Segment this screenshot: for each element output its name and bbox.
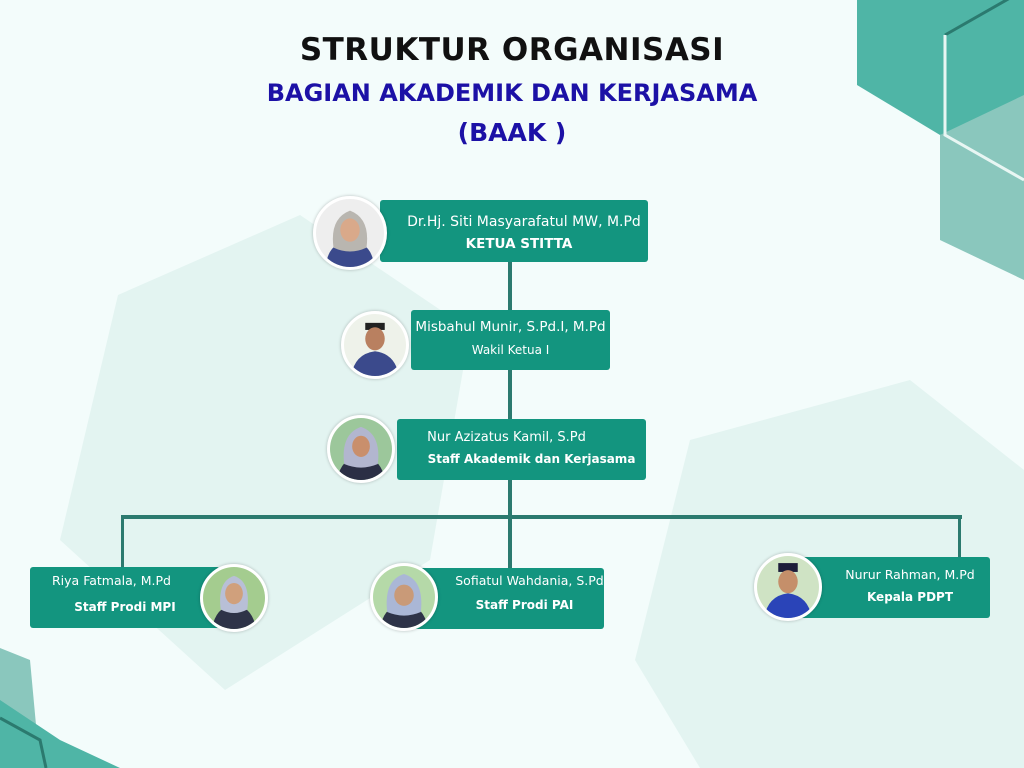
page-title: STRUKTUR ORGANISASI — [299, 32, 725, 68]
member-name: Nur Azizatus Kamil, S.Pd — [427, 430, 586, 445]
connector-line — [508, 515, 512, 570]
org-card-kepala-pdpt: Nurur Rahman, M.Pd Kepala PDPT — [800, 557, 990, 618]
member-photo — [754, 553, 822, 621]
member-photo — [341, 311, 409, 379]
member-name: Riya Fatmala, M.Pd — [52, 573, 171, 588]
member-role: Kepala PDPT — [866, 590, 954, 604]
member-name: Misbahul Munir, S.Pd.I, M.Pd — [415, 319, 606, 335]
org-card-ketua: Dr.Hj. Siti Masyarafatul MW, M.Pd KETUA … — [380, 200, 648, 262]
member-name: Nurur Rahman, M.Pd — [845, 567, 975, 582]
page-abbreviation: (BAAK ) — [457, 118, 567, 147]
connector-line — [121, 515, 962, 519]
member-name: Dr.Hj. Siti Masyarafatul MW, M.Pd — [407, 214, 641, 230]
member-role: Staff Akademik dan Kerjasama — [427, 452, 636, 466]
member-photo — [327, 415, 395, 483]
member-photo — [370, 563, 438, 631]
connector-line — [121, 515, 124, 568]
org-card-staff-mpi: Riya Fatmala, M.Pd Staff Prodi MPI — [30, 567, 220, 628]
member-role: Staff Prodi PAI — [475, 598, 574, 612]
org-card-wakil: Misbahul Munir, S.Pd.I, M.Pd Wakil Ketua… — [411, 310, 610, 370]
connector-line — [508, 262, 512, 519]
connector-line — [958, 515, 961, 558]
org-card-staff-akademik: Nur Azizatus Kamil, S.Pd Staff Akademik … — [397, 419, 646, 480]
member-role: Wakil Ketua I — [471, 343, 550, 357]
member-role: Staff Prodi MPI — [74, 600, 176, 614]
page-subtitle: BAGIAN AKADEMIK DAN KERJASAMA — [266, 79, 758, 107]
member-photo — [200, 564, 268, 632]
member-name: Sofiatul Wahdania, S.Pd — [455, 573, 604, 588]
member-photo — [313, 196, 387, 270]
org-card-staff-pai: Sofiatul Wahdania, S.Pd Staff Prodi PAI — [405, 568, 604, 629]
member-role: KETUA STITTA — [465, 236, 573, 252]
